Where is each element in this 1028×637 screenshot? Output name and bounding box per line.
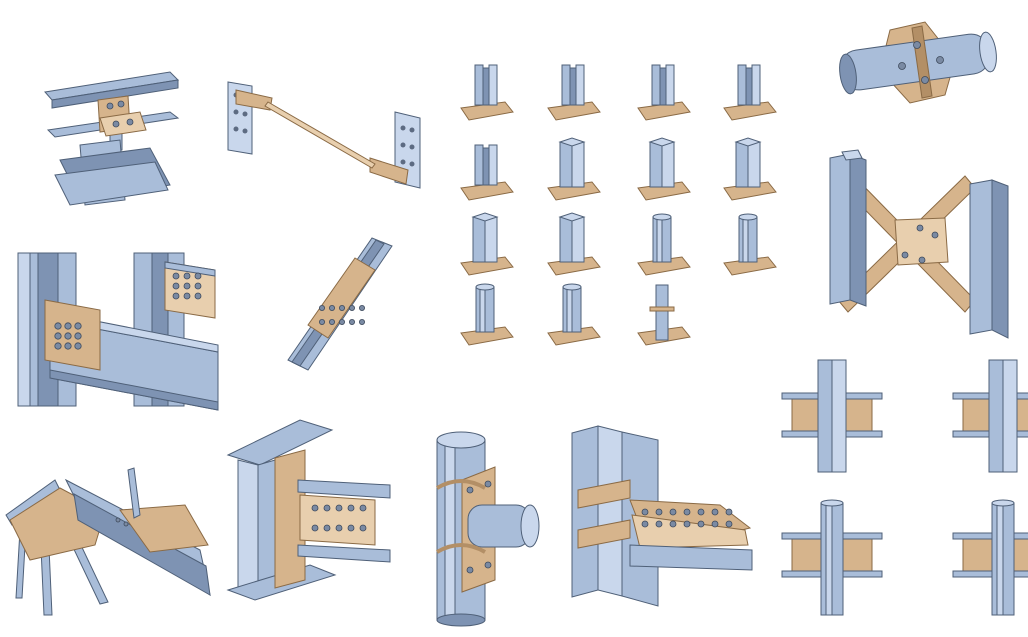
pipe-column-side-plate [435, 431, 540, 627]
cruciform-beam-column [781, 359, 1028, 616]
column-base [637, 284, 691, 346]
diagonal-rod-brace [227, 81, 421, 189]
x-bracing-gusset [829, 149, 1009, 339]
column-base [460, 283, 514, 346]
splice-plate-diagonal [287, 237, 393, 371]
roof-apex-knee [5, 467, 211, 616]
column-base [723, 137, 777, 201]
column-base [723, 64, 777, 121]
column-base [637, 213, 691, 276]
column-base [723, 213, 777, 276]
column-base [547, 64, 601, 121]
column-base [460, 212, 514, 276]
beam-column-end-plate [17, 252, 219, 411]
column-base [547, 283, 601, 346]
beam-to-beam-cleat [44, 71, 180, 206]
cruciform-joint [952, 359, 1028, 473]
haunched-beam-column [571, 425, 753, 607]
pipe-flange-joint [839, 21, 997, 104]
column-base-grid [460, 64, 777, 346]
cruciform-joint [781, 359, 883, 473]
cruciform-joint [952, 499, 1028, 616]
cruciform-joint [781, 499, 883, 616]
column-base [460, 64, 514, 121]
column-base [637, 137, 691, 201]
column-base [547, 212, 601, 276]
column-beam-shear-tab [226, 419, 391, 601]
column-base [637, 64, 691, 121]
column-base [547, 137, 601, 201]
column-base [460, 144, 514, 201]
